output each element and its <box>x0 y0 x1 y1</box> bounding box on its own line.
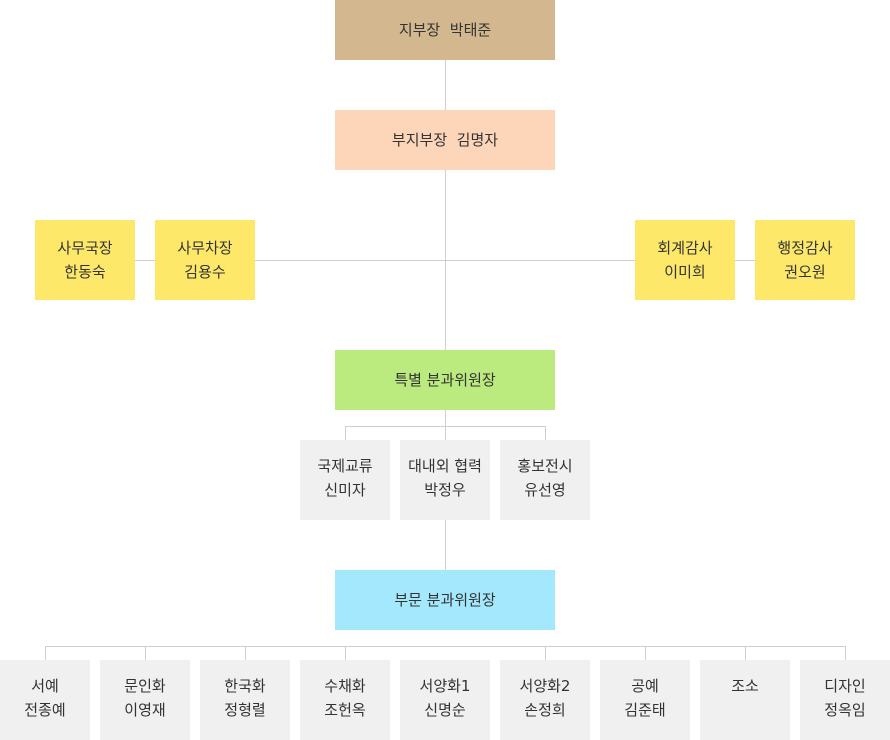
chief-label: 지부장 박태준 <box>398 21 492 39</box>
member-name: 신명순 <box>424 701 466 719</box>
member-name: 조헌옥 <box>324 701 366 719</box>
staff-title: 행정감사 <box>777 239 833 257</box>
connector-division-drop <box>645 646 646 660</box>
division-committee-box: 부문 분과위원장 <box>335 570 555 630</box>
connector-division-drop <box>45 646 46 660</box>
member-title: 조소 <box>731 677 759 695</box>
staff-box-accounting-auditor: 회계감사 이미희 <box>635 220 735 300</box>
division-member-box: 문인화 이영재 <box>100 660 190 740</box>
staff-name: 이미희 <box>664 263 706 281</box>
connector-division-horizontal <box>45 646 846 647</box>
division-member-box: 디자인 정옥임 <box>800 660 890 740</box>
staff-title: 사무국장 <box>57 239 113 257</box>
connector-main-vertical <box>445 59 446 571</box>
vice-chief-label: 부지부장 김명자 <box>391 131 499 149</box>
connector-division-drop <box>845 646 846 660</box>
member-title: 서양화2 <box>519 677 571 695</box>
division-committee-label: 부문 분과위원장 <box>394 591 496 609</box>
special-committee-label: 특별 분과위원장 <box>394 371 496 389</box>
division-member-box: 조소 <box>700 660 790 740</box>
division-member-box: 서양화1 신명순 <box>400 660 490 740</box>
member-name: 신미자 <box>324 481 366 499</box>
member-name: 정형렬 <box>224 701 266 719</box>
staff-box-admin-auditor: 행정감사 권오원 <box>755 220 855 300</box>
member-name: 김준태 <box>624 701 666 719</box>
connector-division-drop <box>345 646 346 660</box>
connector-staff-horizontal <box>85 260 805 261</box>
member-title: 대내외 협력 <box>408 457 482 475</box>
member-name: 전종예 <box>24 701 66 719</box>
member-title: 문인화 <box>124 677 166 695</box>
chief-box: 지부장 박태준 <box>335 0 555 60</box>
member-title: 디자인 <box>824 677 866 695</box>
connector-special-horizontal <box>345 426 545 427</box>
member-title: 서양화1 <box>419 677 471 695</box>
member-name: 유선영 <box>524 481 566 499</box>
connector-division-drop <box>145 646 146 660</box>
member-title: 홍보전시 <box>517 457 573 475</box>
member-name: 박정우 <box>424 481 466 499</box>
division-member-box: 공예 김준태 <box>600 660 690 740</box>
member-name: 손정희 <box>524 701 566 719</box>
member-name: 이영재 <box>124 701 166 719</box>
division-member-box: 수채화 조헌옥 <box>300 660 390 740</box>
member-title: 서예 <box>31 677 59 695</box>
connector-division-drop <box>545 646 546 660</box>
staff-name: 권오원 <box>784 263 826 281</box>
division-member-box: 서양화2 손정희 <box>500 660 590 740</box>
connector-division-drop <box>245 646 246 660</box>
member-name: 정옥임 <box>824 701 866 719</box>
staff-box-secretary-general: 사무국장 한동숙 <box>35 220 135 300</box>
special-member-box: 국제교류 신미자 <box>300 440 390 520</box>
special-committee-box: 특별 분과위원장 <box>335 350 555 410</box>
staff-box-deputy-secretary: 사무차장 김용수 <box>155 220 255 300</box>
connector-special-drop-1 <box>345 426 346 440</box>
staff-name: 한동숙 <box>64 263 106 281</box>
member-title: 한국화 <box>224 677 266 695</box>
connector-special-drop-3 <box>545 426 546 440</box>
division-member-box: 서예 전종예 <box>0 660 90 740</box>
member-title: 수채화 <box>324 677 366 695</box>
staff-title: 회계감사 <box>657 239 713 257</box>
special-member-box: 대내외 협력 박정우 <box>400 440 490 520</box>
connector-division-drop <box>745 646 746 660</box>
special-member-box: 홍보전시 유선영 <box>500 440 590 520</box>
division-member-box: 한국화 정형렬 <box>200 660 290 740</box>
staff-name: 김용수 <box>184 263 226 281</box>
staff-title: 사무차장 <box>177 239 233 257</box>
member-title: 국제교류 <box>317 457 373 475</box>
vice-chief-box: 부지부장 김명자 <box>335 110 555 170</box>
member-title: 공예 <box>631 677 659 695</box>
